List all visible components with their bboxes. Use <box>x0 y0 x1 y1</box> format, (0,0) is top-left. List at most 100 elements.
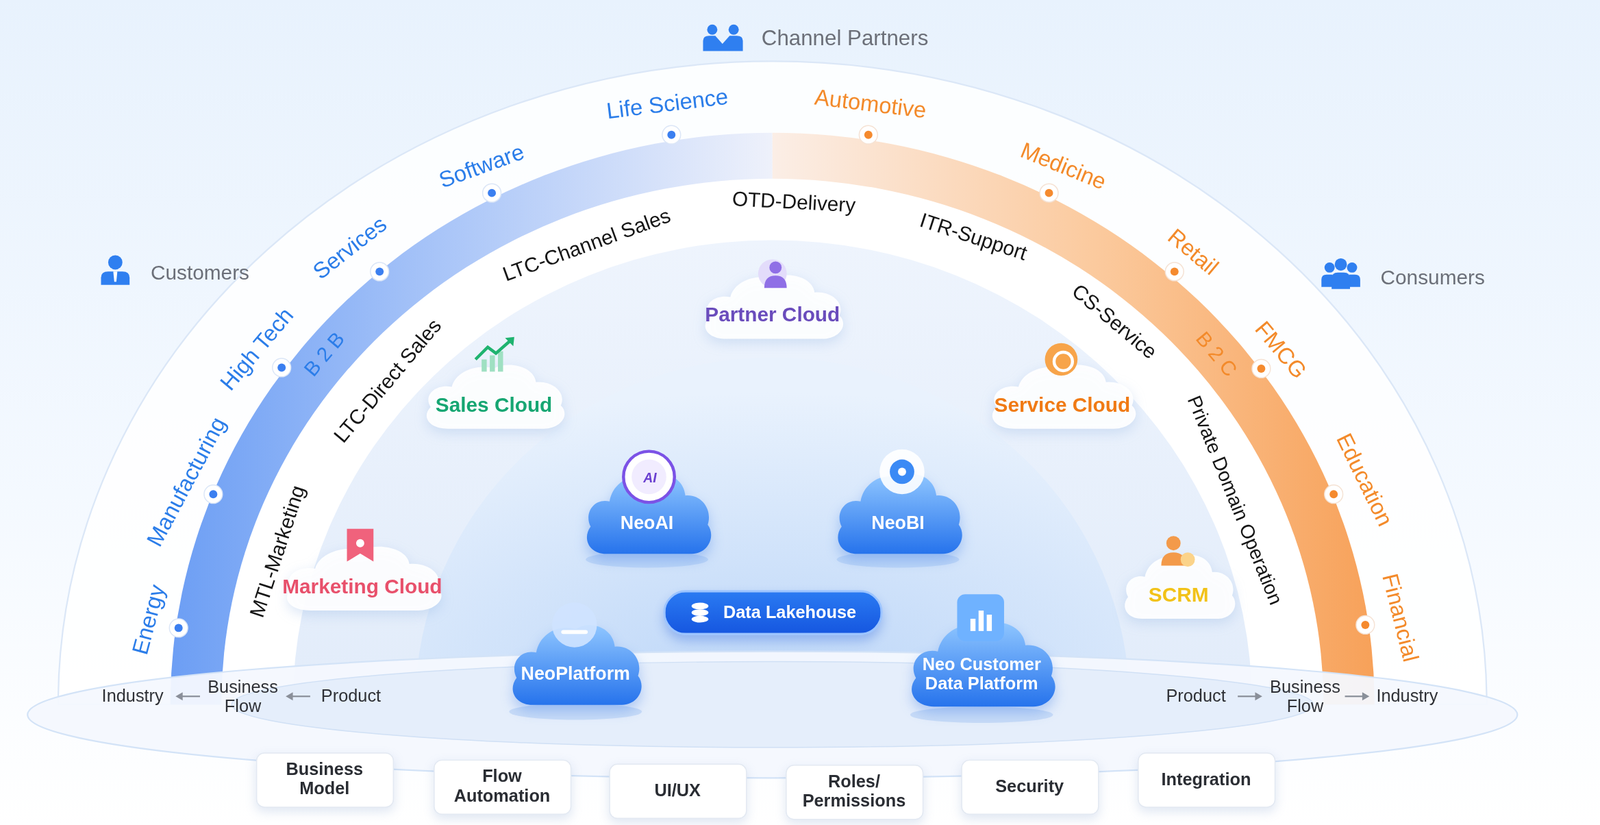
node-text: UI/UX <box>654 781 701 801</box>
cloud-shape <box>828 463 967 561</box>
icon-ring <box>1054 352 1073 371</box>
neobi-icon <box>879 449 925 495</box>
pill-node: Data Lakehouse <box>663 589 883 635</box>
inner-area <box>293 239 1253 705</box>
icon-bar <box>560 629 588 634</box>
label-text: CS-Service <box>1067 279 1161 364</box>
cloud-node: Neo Customer Data Platform <box>902 612 1061 715</box>
icon-bubble <box>758 258 787 288</box>
dot <box>1039 183 1059 203</box>
cloud-node: Service Cloud <box>982 357 1142 435</box>
neoplatform-icon <box>552 602 598 648</box>
label-text: Business Flow <box>202 678 284 717</box>
icon-disc <box>889 459 915 485</box>
capability-box: Integration <box>1136 752 1275 807</box>
icon-bar <box>497 351 503 372</box>
label-text: Medicine <box>1016 136 1110 196</box>
cloud-node: Marketing Cloud <box>276 539 448 617</box>
database-icon <box>688 601 711 624</box>
icon-body <box>1321 274 1333 287</box>
label-text: Product <box>321 685 381 707</box>
cloud-shadow <box>910 706 1054 723</box>
icon-circle <box>623 451 674 503</box>
icon-badge <box>1180 552 1196 567</box>
node-text: Neo Customer Data Platform <box>915 655 1048 694</box>
database-disc <box>691 602 709 610</box>
node-text: NeoBI <box>871 513 924 534</box>
label-text: MTL-Marketing <box>245 482 311 620</box>
cloud-shadow <box>508 703 642 720</box>
label-text: High Tech <box>215 302 300 396</box>
icon-circle <box>552 602 598 648</box>
dot <box>1165 262 1184 281</box>
dot-core <box>487 189 496 198</box>
dot-core <box>1360 620 1370 629</box>
icon-body <box>1349 274 1361 287</box>
partners-icon <box>702 24 743 52</box>
process-band <box>221 178 1324 705</box>
label-text: AI <box>643 469 657 485</box>
icon-head <box>1347 262 1358 273</box>
label-text: Financial <box>1376 570 1424 665</box>
label-text: Services <box>308 210 393 285</box>
dot <box>1324 484 1344 504</box>
icon-arrow <box>504 336 514 346</box>
dot-core <box>208 489 218 498</box>
icon-bookmark <box>347 528 374 562</box>
cloud-shadow <box>836 551 960 568</box>
node-text: Business Model <box>268 760 381 800</box>
node-text: NeoPlatform <box>521 664 631 685</box>
label-text: ITR-Support <box>917 208 1031 266</box>
service-icon <box>1045 343 1079 377</box>
label-text: Retail <box>1162 223 1224 281</box>
node-text: Data Lakehouse <box>723 602 857 622</box>
icon-head <box>728 24 740 35</box>
dot-core <box>864 130 873 140</box>
label-text: Software <box>435 139 529 195</box>
cloud-shape <box>504 615 648 713</box>
cloud-outline <box>911 622 1056 707</box>
icon-inner <box>631 459 667 495</box>
scrm-icon <box>1160 535 1195 567</box>
icon-head <box>769 260 782 274</box>
icon-body <box>1160 552 1186 566</box>
dot-core <box>1045 189 1054 198</box>
icon-head <box>1166 535 1181 550</box>
icon-center <box>897 467 907 476</box>
industry-dots <box>169 125 1374 637</box>
cloud-outline <box>1124 554 1235 619</box>
dot <box>662 125 681 144</box>
icon-bar <box>978 610 984 631</box>
consumers-icon <box>1321 258 1361 290</box>
node-text: SCRM <box>1148 582 1209 606</box>
label-text: B 2 B <box>299 327 350 381</box>
label-text: Energy <box>126 581 171 657</box>
label-text: Life Science <box>604 83 730 125</box>
icon-bar <box>970 618 976 631</box>
label-text: FMCG <box>1249 316 1313 385</box>
node-text: Service Cloud <box>994 393 1131 416</box>
label-text: LTC-Channel Sales <box>500 203 674 286</box>
icon-body <box>702 35 743 51</box>
node-text: Marketing Cloud <box>282 574 442 598</box>
label-text: B 2 C <box>1191 326 1242 381</box>
cloud-outline <box>513 624 642 705</box>
icon-tie <box>113 271 118 282</box>
capability-box: Security <box>960 759 1099 815</box>
partner-icon <box>758 258 787 288</box>
icon-head <box>1334 258 1348 271</box>
label-text: OTD-Delivery <box>731 186 857 218</box>
arrow-head <box>175 691 183 700</box>
label-text: Channel Partners <box>761 25 929 50</box>
cdp-icon <box>956 593 1005 642</box>
node-text: NeoAI <box>620 513 674 534</box>
dot <box>272 358 292 377</box>
database-disc <box>691 608 709 616</box>
marketing-icon <box>347 528 374 562</box>
icon-bar <box>986 614 992 631</box>
database-disc <box>691 615 709 623</box>
label-text: Consumers <box>1380 265 1485 290</box>
label-text: Manufacturing <box>141 413 233 552</box>
customers-icon <box>100 255 130 285</box>
